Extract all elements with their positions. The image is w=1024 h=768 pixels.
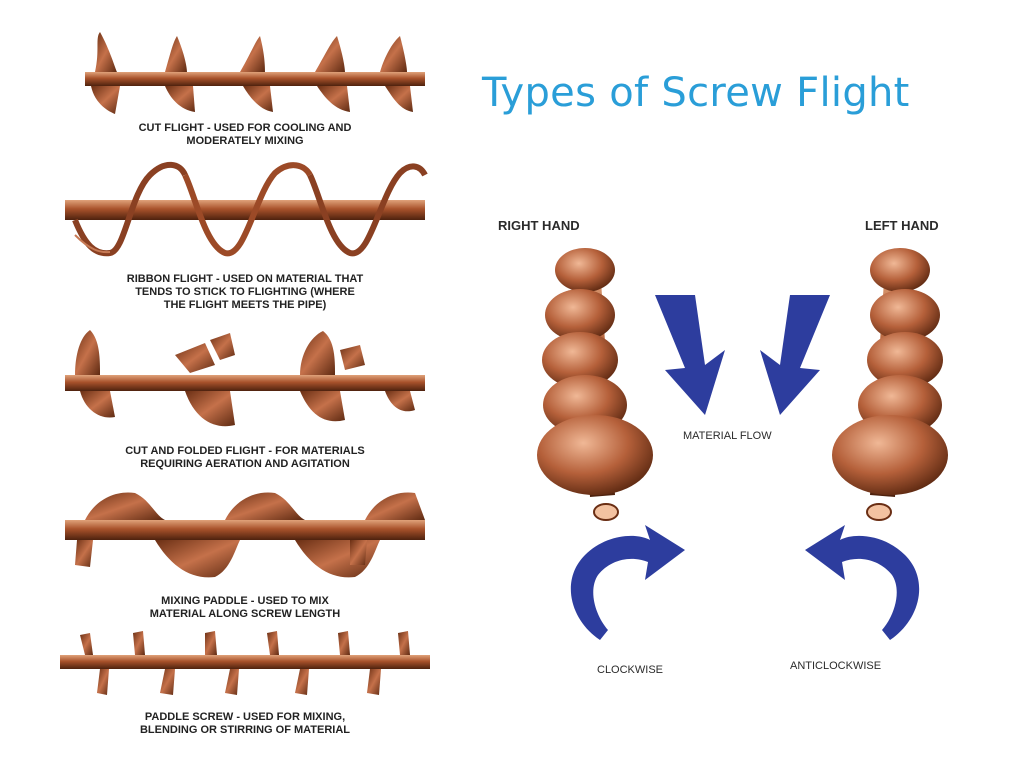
mixing-paddle-panel: MIXING PADDLE - USED TO MIX MATERIAL ALO… — [55, 485, 435, 625]
right-hand-label: RIGHT HAND — [498, 218, 580, 233]
cut-flight-icon — [85, 32, 425, 114]
material-flow-label: MATERIAL FLOW — [683, 430, 772, 442]
caption-line: REQUIRING AERATION AND AGITATION — [140, 458, 350, 470]
left-hand-label: LEFT HAND — [865, 218, 939, 233]
cut-flight-caption: CUT FLIGHT - USED FOR COOLING AND MODERA… — [55, 122, 435, 148]
paddle-screw-panel: PADDLE SCREW - USED FOR MIXING, BLENDING… — [55, 625, 435, 745]
clockwise-arrow-icon — [570, 525, 685, 640]
anticlockwise-label: ANTICLOCKWISE — [790, 660, 882, 672]
ribbon-flight-panel: RIBBON FLIGHT - USED ON MATERIAL THAT TE… — [55, 155, 435, 325]
clockwise-label: CLOCKWISE — [597, 664, 664, 676]
material-flow-arrow-right-icon — [760, 295, 830, 415]
caption-line: RIBBON FLIGHT - USED ON MATERIAL THAT — [126, 273, 364, 285]
caption-line: CUT FLIGHT - USED FOR COOLING AND — [138, 122, 352, 134]
left-hand-screw-icon — [832, 248, 948, 521]
caption-line: CUT AND FOLDED FLIGHT - FOR MATERIALS — [125, 445, 365, 457]
paddle-screw-caption: PADDLE SCREW - USED FOR MIXING, BLENDING… — [55, 711, 435, 737]
caption-line: MODERATELY MIXING — [186, 135, 304, 147]
caption-line: PADDLE SCREW - USED FOR MIXING, — [144, 711, 346, 723]
mixing-paddle-icon — [65, 492, 425, 578]
material-flow-arrow-left-icon — [655, 295, 725, 415]
slide-title: Types of Screw Flight — [482, 70, 910, 116]
caption-line: THE FLIGHT MEETS THE PIPE) — [163, 299, 327, 311]
caption-line: MATERIAL ALONG SCREW LENGTH — [149, 608, 341, 620]
ribbon-flight-icon — [65, 161, 428, 257]
caption-line: TENDS TO STICK TO FLIGHTING (WHERE — [135, 286, 355, 298]
caption-line: BLENDING OR STIRRING OF MATERIAL — [139, 724, 350, 736]
cut-and-folded-flight-panel: CUT AND FOLDED FLIGHT - FOR MATERIALS RE… — [55, 325, 435, 480]
ribbon-flight-caption: RIBBON FLIGHT - USED ON MATERIAL THAT TE… — [55, 273, 435, 312]
cut-flight-panel: CUT FLIGHT - USED FOR COOLING AND MODERA… — [55, 30, 435, 150]
paddle-screw-icon — [60, 631, 430, 695]
mixing-paddle-caption: MIXING PADDLE - USED TO MIX MATERIAL ALO… — [55, 595, 435, 621]
cut-and-folded-flight-caption: CUT AND FOLDED FLIGHT - FOR MATERIALS RE… — [35, 445, 455, 471]
cut-and-folded-flight-icon — [65, 330, 425, 427]
caption-line: MIXING PADDLE - USED TO MIX — [161, 595, 329, 607]
anticlockwise-arrow-icon — [805, 525, 920, 640]
right-hand-screw-icon — [537, 248, 653, 521]
